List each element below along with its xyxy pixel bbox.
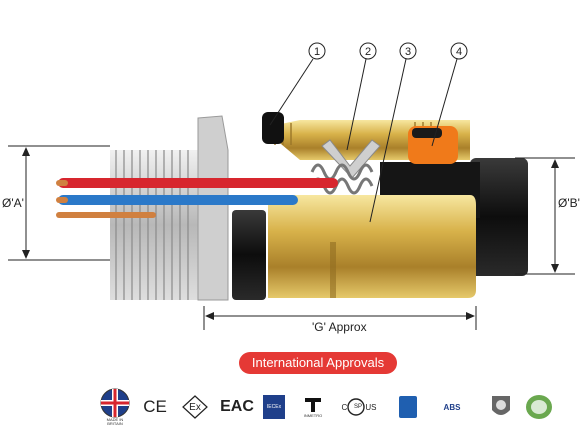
iecex-mark-icon: IECEx [262, 384, 286, 430]
eac-mark-icon: EAC [220, 398, 254, 415]
international-approvals-badge: International Approvals [239, 352, 397, 374]
dimension-a-label: Ø'A' [2, 196, 24, 210]
ce-mark-icon: CE [143, 397, 167, 416]
inmetro-mark-icon: INMETRO [298, 384, 328, 430]
dimension-b-label: Ø'B' [558, 196, 580, 210]
orange-outer-seal [408, 126, 458, 164]
bureau-veritas-icon [488, 384, 514, 430]
dimension-g-label: 'G' Approx [312, 320, 367, 334]
callout-4: 4 [431, 42, 468, 147]
callout-1: 1 [269, 42, 326, 126]
dimension-a-line [8, 145, 110, 261]
dimension-b-line [515, 157, 575, 275]
svg-text:2: 2 [365, 46, 371, 58]
conductors [56, 178, 338, 218]
locknut [232, 210, 266, 300]
abs-mark-icon: ABS [443, 402, 461, 412]
entry-hex [197, 115, 229, 301]
callout-3: 3 [369, 42, 417, 223]
svg-text:1: 1 [314, 46, 320, 58]
seal-ring-black [262, 112, 284, 144]
csa-mark-icon: C SP US [336, 384, 382, 430]
svg-text:4: 4 [456, 46, 462, 58]
entry-thread [110, 150, 220, 300]
dimension-g-line [203, 306, 477, 330]
quality-seal-icon [524, 384, 554, 430]
certification-logos: MADE IN BRITAIN CE Ex EAC IECEx INMETRO … [90, 384, 560, 430]
ex-mark-icon: Ex [182, 384, 208, 430]
made-in-britain-icon: MADE IN BRITAIN [96, 384, 134, 430]
svg-text:3: 3 [405, 46, 411, 58]
armour-clamp-cone [321, 139, 381, 179]
brass-body [268, 195, 476, 298]
callout-2: 2 [346, 42, 377, 151]
lloyds-register-icon [396, 384, 420, 430]
